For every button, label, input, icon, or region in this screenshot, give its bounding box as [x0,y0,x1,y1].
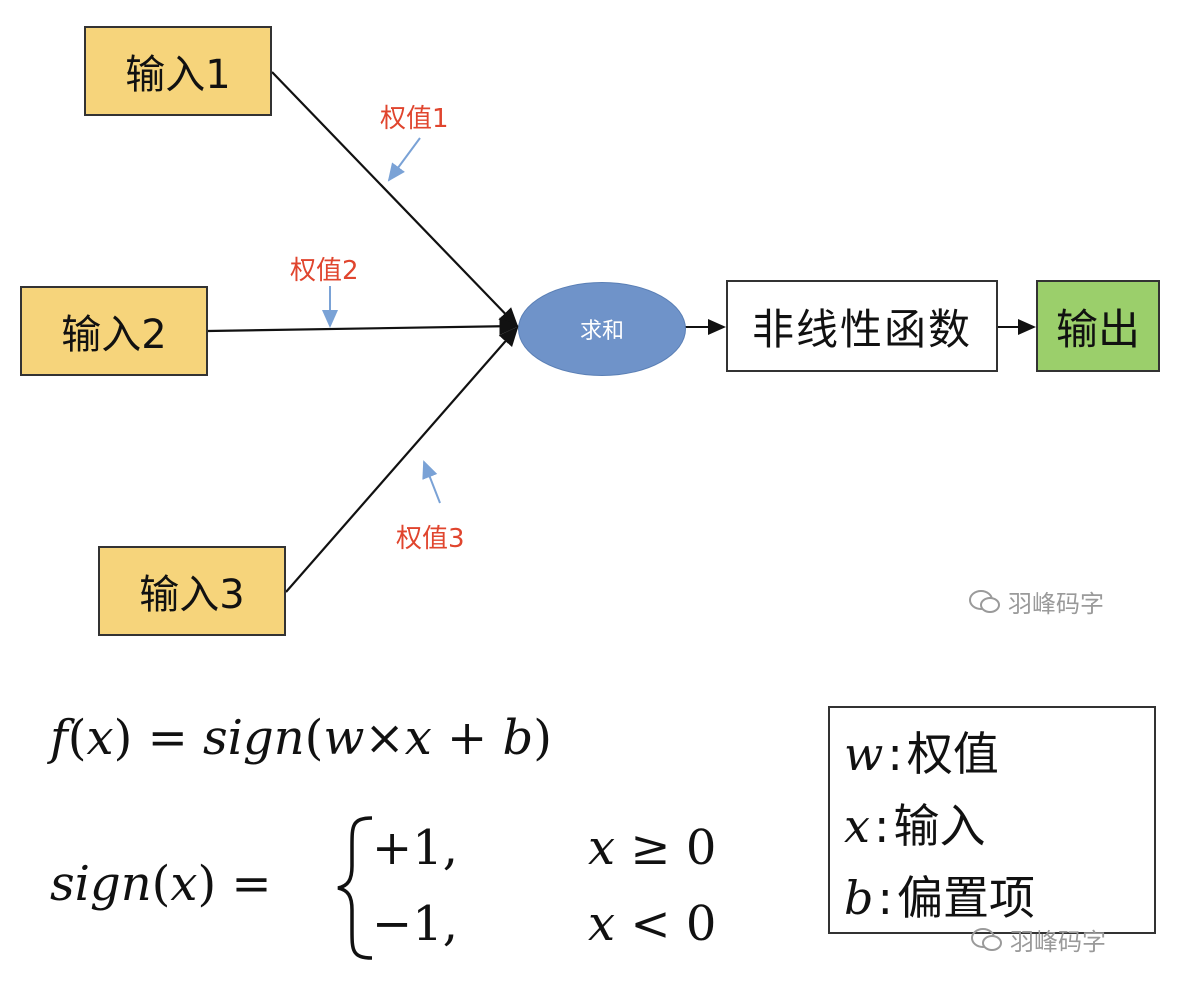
input-label-1: 输入1 [125,52,231,98]
formula-f-args-close: ) [533,710,552,766]
output-box: 输出 [1036,280,1160,372]
activation-box: 非线性函数 [726,280,998,372]
formula-sign-close-eq: ) = [197,856,272,912]
case2-value: −1, [372,896,459,952]
legend-box: w:权值 x:输入 b:偏置项 [828,706,1156,934]
case2-cond: < 0 [615,896,717,952]
legend-meaning-w: 权值 [906,727,999,781]
edge-input3-sum [285,326,519,593]
case1-cond: ≥ 0 [615,820,717,876]
case2-var: x [588,896,616,952]
formula-sign-name: sign [50,856,152,912]
case-row-2-condition: x < 0 [588,896,716,952]
formula-sign: sign(x) = [50,856,272,912]
watermark-bottom: 羽峰码字 [970,922,1106,957]
formula-f-open: ( [67,710,87,766]
legend-colon-w: : [887,727,903,781]
formula-f-times: × [364,710,405,766]
weight-label-2: 权值2 [290,256,359,286]
weight3-pointer [422,460,441,504]
legend-colon-b: : [877,871,893,925]
watermark-text-top: 羽峰码字 [1008,590,1104,618]
weight-label-3: 权值3 [396,524,465,554]
edge-input1-sum [271,71,519,328]
formula-sign-x: x [170,856,198,912]
case-row-1-condition: x ≥ 0 [588,820,716,876]
wechat-icon [971,927,1002,951]
input-box-3: 输入3 [98,546,286,636]
formula-f-w: w [323,710,365,766]
sum-node: 求和 [518,282,686,376]
legend-symbol-w: w [844,727,884,781]
legend-meaning-x: 输入 [893,799,986,853]
formula-f-close-eq: ) = [113,710,204,766]
formula-f-name: f [50,710,68,766]
case-row-2: −1, [372,896,458,952]
sum-node-label: 求和 [579,319,624,344]
watermark-text-bottom: 羽峰码字 [1010,928,1106,956]
cases-brace [337,816,373,960]
formula-f-args-open: ( [304,710,324,766]
legend-row-x: x:输入 [844,790,985,856]
input-box-2: 输入2 [20,286,208,376]
legend-row-b: b:偏置项 [844,862,1035,928]
formula-sign-open: ( [151,856,171,912]
input-label-2: 输入2 [61,312,167,358]
formula-f-x: x [86,710,114,766]
legend-symbol-x: x [844,799,870,853]
formula-f-x2: x [404,710,432,766]
case1-value: +1, [372,820,459,876]
weight-label-1: 权值1 [380,104,449,134]
legend-row-w: w:权值 [844,718,999,784]
formula-f-plus: + [431,710,503,766]
weight1-pointer [387,137,421,182]
legend-colon-x: : [873,799,890,853]
wechat-icon [969,589,1000,613]
edge-input2-sum [207,317,520,336]
input-box-1: 输入1 [84,26,272,116]
legend-meaning-b: 偏置项 [896,871,1035,925]
case1-var: x [588,820,616,876]
formula-f-sign: sign [203,710,305,766]
legend-symbol-b: b [844,871,874,925]
activation-label: 非线性函数 [751,304,972,354]
formula-f-b: b [502,710,534,766]
output-label: 输出 [1055,304,1140,354]
watermark-top: 羽峰码字 [968,584,1104,619]
formula-f: f(x) = sign(w×x + b) [50,710,552,766]
case-row-1: +1, [372,820,458,876]
input-label-3: 输入3 [139,572,245,618]
